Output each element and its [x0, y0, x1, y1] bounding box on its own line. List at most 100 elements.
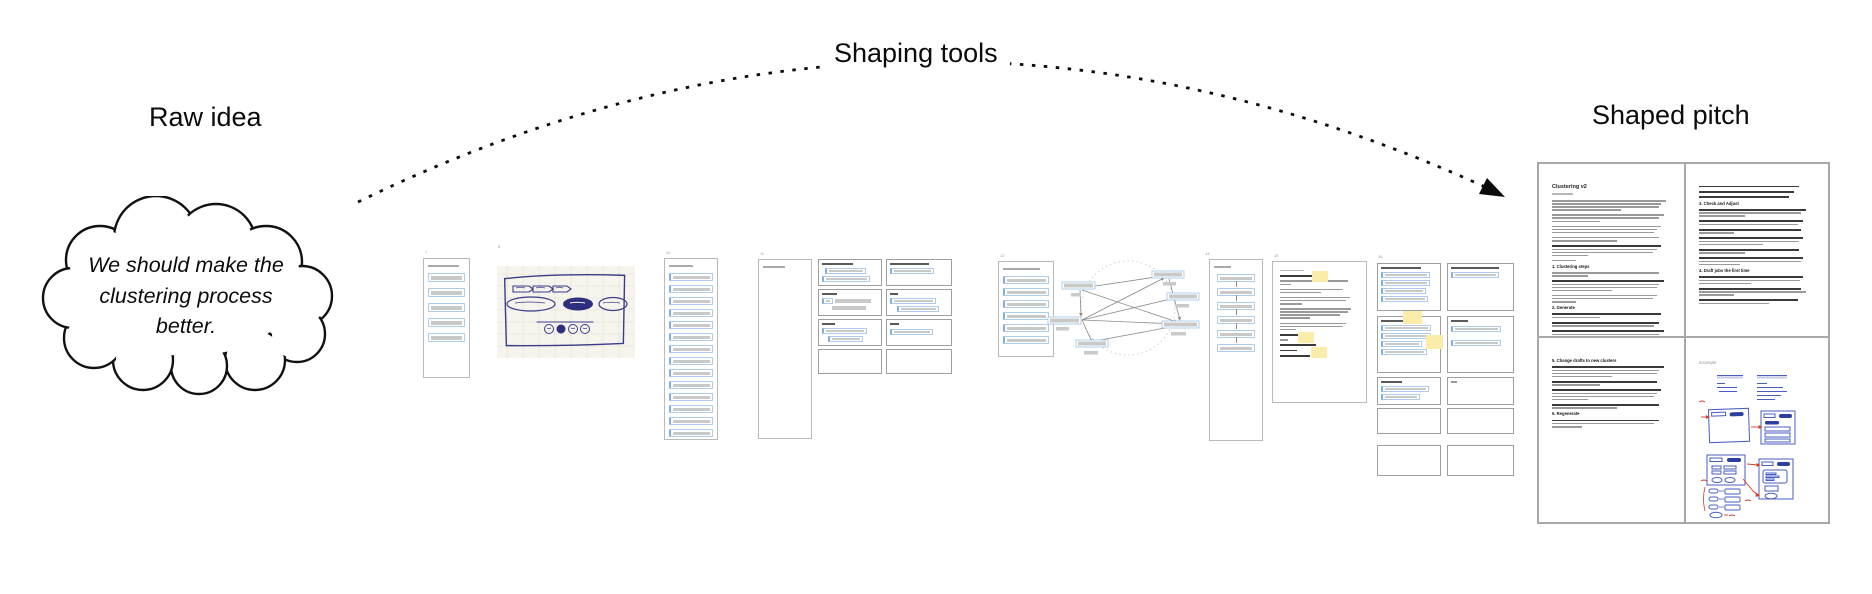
skeleton-paragraph	[1699, 185, 1815, 188]
skeleton-row	[1003, 300, 1049, 308]
graph-node	[1061, 281, 1096, 297]
skeleton-paragraph	[1699, 257, 1815, 266]
skeleton-row	[669, 285, 713, 293]
card-empty	[1377, 445, 1441, 476]
skeleton-paragraph	[1552, 214, 1671, 223]
artboard-long-list: 10	[664, 250, 718, 440]
sticky-note	[1312, 271, 1328, 282]
skeleton-paragraph	[1552, 200, 1671, 211]
skeleton-paragraph	[1552, 419, 1671, 428]
skeleton-row	[1217, 274, 1255, 287]
pitch-example-sketch	[1698, 375, 1796, 519]
thumb-title-line	[669, 265, 694, 267]
shaped-pitch-heading: Shaped pitch	[1592, 100, 1750, 130]
pitch-section-heading: 4. Draft jobs the first time	[1699, 268, 1750, 274]
card	[1377, 377, 1441, 405]
pitch-body	[1552, 313, 1671, 336]
skeleton-paragraph	[1280, 288, 1359, 294]
pitch-body	[1552, 366, 1671, 409]
skeleton-paragraph	[1552, 280, 1671, 292]
skeleton-row	[428, 333, 465, 342]
arrowhead-icon	[1479, 178, 1505, 197]
card-empty	[1377, 408, 1441, 434]
graph-node	[1047, 316, 1082, 331]
skeleton-paragraph	[1280, 333, 1359, 336]
card-empty	[1447, 445, 1514, 476]
pitch-section-heading: 5. Change drafts to new clusters	[1552, 358, 1617, 363]
artboard-annotated-text: 15	[1272, 253, 1367, 403]
card	[818, 319, 882, 346]
skeleton-paragraph	[1699, 208, 1815, 217]
artboard-six-list: 12	[998, 253, 1054, 357]
skeleton-list	[428, 273, 465, 342]
skeleton-row	[669, 369, 713, 377]
skeleton-paragraph	[1552, 380, 1671, 386]
skeleton-row	[1217, 330, 1255, 343]
sticky-note	[1403, 311, 1422, 324]
skeleton-paragraph	[1552, 403, 1671, 409]
card	[818, 259, 882, 286]
skeleton-paragraph	[1699, 228, 1815, 234]
skeleton-row	[669, 429, 713, 437]
skeleton-row	[669, 273, 713, 281]
card	[818, 289, 882, 316]
thought-cloud-shape	[41, 196, 334, 396]
skeleton-paragraph	[1552, 294, 1671, 303]
skeleton-list	[1003, 276, 1049, 344]
pitch-page-3: 5. Change drafts to new clusters 6. Rege…	[1539, 338, 1684, 522]
card	[1447, 377, 1514, 405]
artboard-network-graph: 13	[1047, 260, 1200, 356]
skeleton-row	[669, 393, 713, 401]
graph-node	[1166, 292, 1200, 308]
skeleton-row	[669, 309, 713, 317]
skeleton-row	[428, 318, 465, 327]
shaped-pitch-document: Clustering v2 1. Clustering steps 2. Gen…	[1537, 162, 1830, 524]
skeleton-paragraph	[1280, 322, 1359, 331]
skeleton-row	[669, 321, 713, 329]
skeleton-row	[1217, 316, 1255, 329]
skeleton-paragraph	[1280, 275, 1359, 277]
pitch-subtitle-line	[1552, 193, 1574, 195]
skeleton-row	[669, 417, 713, 425]
pitch-page-2: 3. Check and Adjust 4. Draft jobs the fi…	[1686, 164, 1828, 336]
shaping-tools-heading: Shaping tools	[822, 34, 1010, 73]
skeleton-row	[1003, 324, 1049, 332]
skeleton-row	[1217, 344, 1255, 352]
skeleton-paragraph	[1552, 245, 1671, 257]
artboard-number: 14	[1205, 251, 1210, 256]
pitch-page-1: Clustering v2 1. Clustering steps 2. Gen…	[1539, 164, 1684, 336]
graph-node	[1075, 339, 1109, 355]
skeleton-paragraph	[1552, 313, 1671, 319]
artboard-flow: 14	[1205, 251, 1263, 441]
pitch-page-4: Example	[1686, 338, 1828, 522]
skeleton-paragraph	[1280, 349, 1359, 352]
pitch-section-heading: 2. Generate	[1552, 305, 1575, 311]
skeleton-row	[428, 273, 465, 282]
raw-idea-heading: Raw idea	[149, 102, 262, 132]
skeleton-paragraph	[1552, 321, 1671, 327]
skeleton-paragraph	[1552, 272, 1671, 277]
skeleton-row	[428, 303, 465, 312]
skeleton-paragraph	[1699, 220, 1815, 226]
pitch-body	[1552, 200, 1671, 262]
skeleton-row	[1003, 288, 1049, 296]
card	[1447, 263, 1514, 311]
skeleton-paragraph	[1699, 276, 1815, 285]
skeleton-row	[669, 357, 713, 365]
card-empty	[1447, 408, 1514, 434]
skeleton-row	[669, 405, 713, 413]
graph-node	[1161, 320, 1200, 336]
skeleton-paragraph	[1280, 296, 1359, 305]
artboard-number: 15	[1274, 253, 1279, 258]
artboard-number: 11	[760, 251, 765, 256]
sticky-note	[1426, 335, 1443, 349]
pitch-section-heading: 3. Check and Adjust	[1699, 200, 1739, 206]
skeleton-row	[1003, 276, 1049, 284]
skeleton-paragraph	[1280, 308, 1359, 319]
hand-sketch-drawing	[497, 266, 635, 358]
pitch-body	[1552, 272, 1671, 303]
sticky-note	[1298, 332, 1314, 343]
raw-idea-cloud-text: We should make the clustering process be…	[88, 253, 284, 339]
skeleton-paragraph	[1699, 249, 1815, 254]
